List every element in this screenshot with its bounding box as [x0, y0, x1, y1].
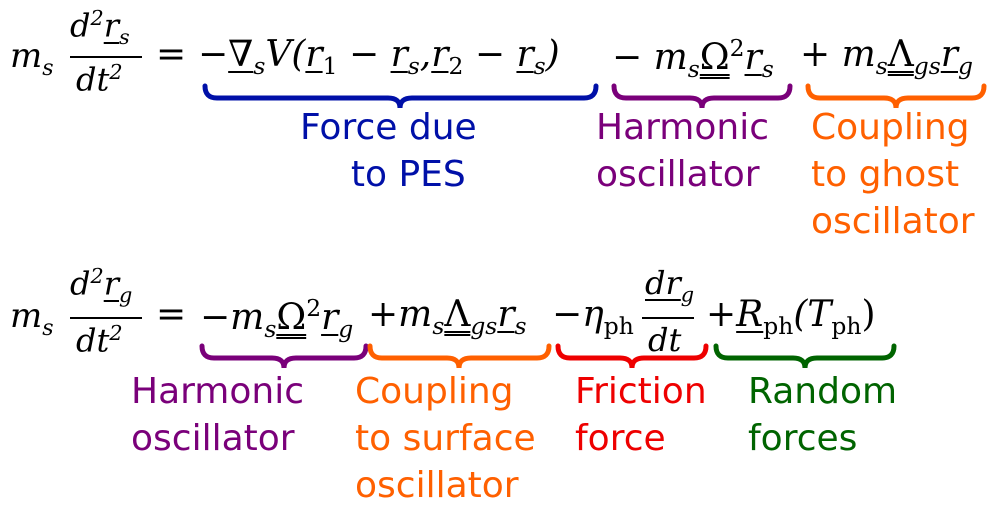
- surface-coupling-term: +msΛgsrs: [368, 294, 527, 341]
- harmonic-term-2: −msΩ2rg: [200, 294, 354, 344]
- fraction-bar: [642, 317, 694, 319]
- fraction-numerator: d2rs: [70, 6, 130, 50]
- label-line: Coupling: [811, 107, 970, 148]
- label-random-forces: Random forces: [748, 368, 897, 462]
- label-harmonic-oscillator-2: Harmonic oscillator: [131, 368, 304, 462]
- label-line: force: [575, 418, 666, 459]
- label-coupling-to-surface-oscillator: Coupling to surface oscillator: [355, 368, 536, 509]
- harmonic-term-1: − msΩ2rs: [612, 34, 774, 84]
- ghost-coupling-term: + msΛgsrg: [800, 34, 973, 81]
- label-harmonic-oscillator-1: Harmonic oscillator: [596, 104, 769, 198]
- label-force-due-to-pes: Force due to PES: [300, 104, 477, 198]
- label-line: Harmonic: [131, 371, 305, 412]
- label-line: oscillator: [355, 465, 519, 506]
- label-line: to ghost: [811, 154, 960, 195]
- brace-friction: [555, 343, 709, 369]
- label-line: Coupling: [355, 371, 514, 412]
- label-line: to surface: [355, 418, 536, 459]
- fraction-denominator: dt2: [76, 321, 123, 360]
- equals-sign: =: [156, 34, 187, 75]
- pes-force-term: −∇sV(r1 − rs,r2 − rs): [198, 34, 560, 81]
- label-line: oscillator: [811, 201, 975, 242]
- brace-random-forces: [713, 343, 897, 369]
- label-line: oscillator: [596, 154, 760, 195]
- brace-harmonic-1: [611, 83, 793, 109]
- brace-harmonic-2: [199, 343, 369, 369]
- mass-term: ms: [10, 36, 54, 81]
- brace-surface-coupling: [367, 343, 552, 369]
- label-line: Force due: [300, 107, 477, 148]
- label-line: Random: [748, 371, 898, 412]
- random-force-term: +Rph(Tph): [706, 294, 876, 341]
- fraction-numerator: drg: [645, 264, 695, 307]
- label-line: to PES: [350, 154, 466, 195]
- label-friction-force: Friction force: [575, 368, 707, 462]
- brace-force-pes: [202, 83, 599, 109]
- brace-ghost-coupling: [805, 83, 987, 109]
- label-line: oscillator: [131, 418, 295, 459]
- fraction-bar: [70, 56, 142, 58]
- fraction-bar: [70, 317, 142, 319]
- fraction-denominator: dt2: [76, 60, 123, 99]
- label-line: Friction: [575, 371, 707, 412]
- equals-sign: =: [156, 294, 187, 335]
- label-coupling-to-ghost-oscillator: Coupling to ghost oscillator: [811, 104, 975, 245]
- mass-term: ms: [10, 296, 54, 341]
- label-line: Harmonic: [596, 107, 770, 148]
- label-line: forces: [748, 418, 858, 459]
- fraction-denominator: dt: [648, 321, 682, 359]
- fraction-numerator: d2rg: [70, 264, 133, 308]
- friction-coefficient: −ηph: [552, 294, 634, 341]
